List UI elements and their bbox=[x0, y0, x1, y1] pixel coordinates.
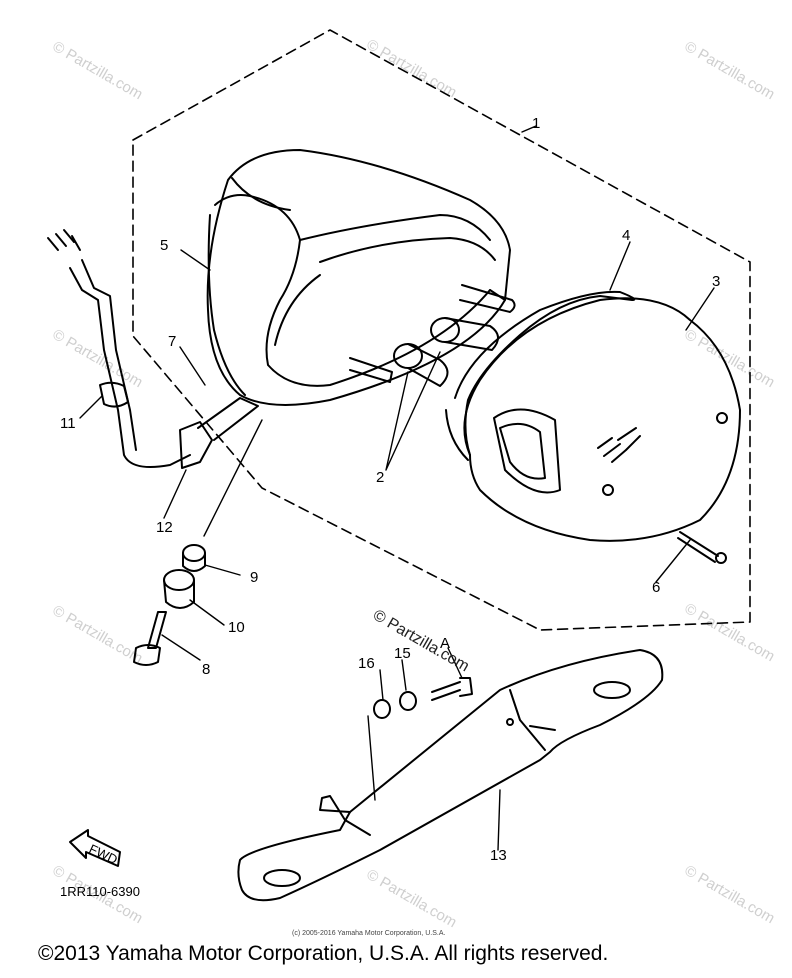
lens-part-3 bbox=[463, 297, 741, 542]
callout-15: 15 bbox=[394, 645, 411, 662]
fwd-label: FWD bbox=[87, 841, 120, 867]
callout-7: 7 bbox=[168, 333, 176, 350]
washer-part-16 bbox=[373, 699, 391, 719]
wire-harness-part-11-12 bbox=[47, 229, 259, 469]
housing-part-5 bbox=[206, 149, 516, 406]
gasket-part-4 bbox=[454, 290, 636, 456]
callout-2: 2 bbox=[376, 469, 384, 486]
callout-a: A bbox=[440, 635, 450, 652]
callout-1: 1 bbox=[532, 115, 540, 132]
callout-8: 8 bbox=[202, 661, 210, 678]
callout-11: 11 bbox=[60, 415, 76, 432]
small-print: (c) 2005-2016 Yamaha Motor Corporation, … bbox=[292, 930, 445, 937]
callout-16: 16 bbox=[358, 655, 375, 672]
assembly-boundary bbox=[132, 29, 751, 631]
fwd-arrow-icon bbox=[69, 829, 121, 867]
license-bracket-part-13 bbox=[237, 649, 664, 902]
callout-13: 13 bbox=[490, 847, 507, 864]
callout-9: 9 bbox=[250, 569, 258, 586]
callout-3: 3 bbox=[712, 273, 720, 290]
callout-10: 10 bbox=[228, 619, 245, 636]
bolt-part-a bbox=[431, 677, 473, 701]
bulb-part-2 bbox=[393, 317, 499, 387]
footer-copyright: ©2013 Yamaha Motor Corporation, U.S.A. A… bbox=[38, 942, 609, 965]
grommet-part-9 bbox=[182, 544, 206, 572]
collar-part-10 bbox=[163, 569, 195, 609]
part-code: 1RR110-6390 bbox=[60, 884, 140, 899]
callout-5: 5 bbox=[160, 237, 168, 254]
center-watermark: © Partzilla.com bbox=[370, 607, 472, 676]
callout-12: 12 bbox=[156, 519, 173, 536]
bolt-part-8 bbox=[133, 611, 167, 666]
screw-part-6 bbox=[677, 531, 719, 563]
callout-4: 4 bbox=[622, 227, 630, 244]
nut-part-15 bbox=[399, 691, 417, 711]
callout-6: 6 bbox=[652, 579, 660, 596]
